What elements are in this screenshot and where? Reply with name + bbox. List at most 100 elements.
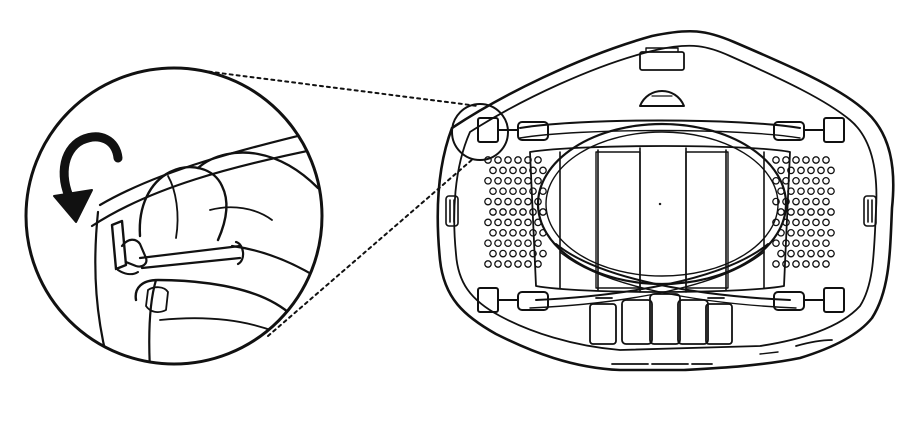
vent-hole	[504, 176, 512, 185]
vent-hole	[509, 228, 517, 237]
vent-hole	[777, 166, 785, 175]
vent-hole	[822, 218, 830, 227]
vent-hole	[822, 197, 830, 206]
vent-hole	[529, 249, 537, 258]
vent-hole	[529, 187, 537, 196]
vent-hole	[807, 208, 815, 216]
vent-hole	[529, 208, 537, 216]
vent-hole	[822, 176, 830, 185]
vent-hole	[807, 166, 815, 175]
curved-arrow-counterclockwise-icon	[53, 132, 123, 223]
vent-hole	[524, 176, 532, 185]
vent-hole	[499, 249, 507, 258]
elastic-strap	[138, 244, 242, 260]
vent-hole	[514, 197, 522, 206]
vent-hole	[777, 208, 785, 216]
vent-hole	[484, 260, 492, 268]
vent-hole	[519, 228, 527, 237]
vent-hole	[822, 156, 830, 164]
vent-hole	[827, 166, 835, 175]
vent-hole	[534, 156, 542, 164]
filter-frame	[529, 145, 791, 293]
vent-hole	[802, 156, 810, 164]
vent-hole	[484, 197, 492, 206]
vent-hole	[797, 187, 805, 196]
strap-clips	[477, 117, 845, 313]
vent-hole	[499, 166, 507, 175]
vent-hole	[524, 239, 532, 248]
vent-hole	[812, 218, 820, 227]
vent-holes-right	[772, 156, 835, 268]
vent-hole	[812, 156, 820, 164]
vent-hole	[514, 260, 522, 268]
vent-hole	[534, 239, 542, 248]
vent-hole	[822, 260, 830, 268]
vent-hole	[509, 187, 517, 196]
vent-hole	[524, 260, 532, 268]
vent-hole	[489, 187, 497, 196]
vent-hole	[772, 260, 780, 268]
vent-hole	[772, 156, 780, 164]
vent-hole	[797, 166, 805, 175]
vent-hole	[827, 228, 835, 237]
vent-hole	[524, 218, 532, 227]
vent-hole	[787, 166, 795, 175]
vent-hole	[529, 166, 537, 175]
vent-hole	[812, 176, 820, 185]
vent-hole	[534, 260, 542, 268]
vent-hole	[519, 187, 527, 196]
vent-hole	[817, 166, 825, 175]
vent-hole	[782, 176, 790, 185]
vent-hole	[802, 197, 810, 206]
vent-hole	[494, 218, 502, 227]
vent-hole	[539, 228, 547, 237]
vent-hole	[504, 218, 512, 227]
vent-hole	[534, 218, 542, 227]
vent-hole	[777, 228, 785, 237]
bottom-vent-slots	[589, 293, 833, 365]
vent-hole	[802, 239, 810, 248]
vent-hole	[777, 249, 785, 258]
vent-hole	[494, 156, 502, 164]
vent-hole	[539, 187, 547, 196]
vent-hole	[484, 176, 492, 185]
vent-hole	[489, 249, 497, 258]
vent-hole	[504, 239, 512, 248]
zoom-target-ring	[451, 103, 509, 161]
vent-hole	[802, 176, 810, 185]
vent-hole	[772, 197, 780, 206]
vent-hole	[524, 197, 532, 206]
vent-hole	[494, 260, 502, 268]
vent-hole	[499, 208, 507, 216]
vent-hole	[499, 228, 507, 237]
vent-hole	[519, 249, 527, 258]
vent-hole	[807, 228, 815, 237]
vent-hole	[772, 176, 780, 185]
vent-hole	[494, 176, 502, 185]
strap-clip-part	[110, 219, 128, 271]
vent-hole	[812, 239, 820, 248]
vent-hole	[534, 197, 542, 206]
vent-hole	[484, 239, 492, 248]
vent-hole	[807, 187, 815, 196]
vent-holes-left	[484, 156, 547, 268]
vent-hole	[772, 239, 780, 248]
vent-hole	[817, 208, 825, 216]
vent-hole	[787, 228, 795, 237]
vent-hole	[484, 218, 492, 227]
vent-hole	[787, 208, 795, 216]
vent-hole	[792, 156, 800, 164]
vent-hole	[792, 176, 800, 185]
vent-hole	[812, 260, 820, 268]
mask-outer-shell	[436, 29, 895, 372]
vent-hole	[494, 197, 502, 206]
vent-hole	[489, 228, 497, 237]
vent-hole	[802, 260, 810, 268]
vent-hole	[797, 208, 805, 216]
vent-hole	[534, 176, 542, 185]
vent-hole	[504, 156, 512, 164]
vent-hole	[777, 187, 785, 196]
vent-hole	[514, 176, 522, 185]
vent-hole	[539, 208, 547, 216]
